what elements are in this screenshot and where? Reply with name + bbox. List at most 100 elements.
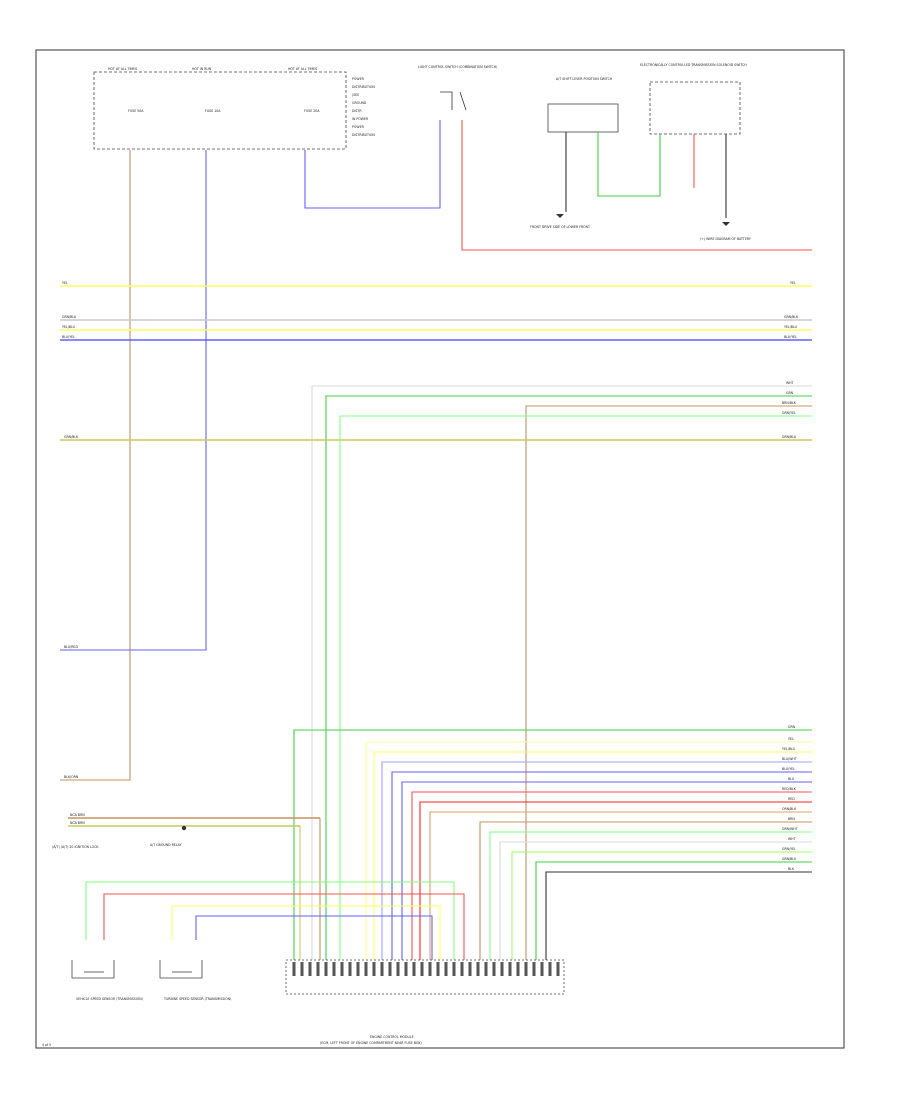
mid-label: GRN xyxy=(786,391,794,395)
bus-label-right: YEL/BLU xyxy=(784,325,798,329)
module-pin xyxy=(500,962,504,976)
side-list-item: DISTRIBUTION xyxy=(352,85,375,89)
light-switch-symbol xyxy=(440,91,467,111)
bundle-label: BRN xyxy=(788,817,795,821)
sensor-label: VEHICLE SPEED SENSOR (TRANSMISSION) xyxy=(76,997,143,1001)
top-wires xyxy=(60,120,812,781)
module-pin xyxy=(460,962,464,976)
sensor-wire xyxy=(103,893,465,960)
module-pin xyxy=(404,962,408,976)
bundle-wire xyxy=(373,751,812,960)
sensor-wire xyxy=(85,881,455,960)
lower-left-connectors: NCA BRN NCA BRN (A/T) (A/T) 20 IGNITION … xyxy=(52,813,321,960)
bus-label-left: YEL/BLU xyxy=(62,325,76,329)
right-switch-box xyxy=(649,81,741,135)
module-label: ENGINE CONTROL MODULE xyxy=(370,1035,414,1039)
ground-label-2: (+) WIRE DIAGRAM OF BATTERY xyxy=(700,237,751,241)
relay-box xyxy=(93,71,347,150)
module-box xyxy=(285,959,565,995)
bundle-label: RED xyxy=(788,797,795,801)
sensor-label: TURBINE SPEED SENSOR (TRANSMISSION) xyxy=(163,997,231,1001)
mid-label: GRN/BLK xyxy=(782,435,797,439)
bundle-wire xyxy=(365,741,812,960)
module-pin xyxy=(388,962,392,976)
turbine-speed-sensor: TURBINE SPEED SENSOR (TRANSMISSION) xyxy=(159,960,231,1001)
module-pin xyxy=(452,962,456,976)
sensor-body xyxy=(71,960,115,979)
bundle-label: WHT xyxy=(788,837,796,841)
lower-left-line-label: NCA BRN xyxy=(70,821,85,825)
side-list-item: GROUND xyxy=(352,101,367,105)
module-pin xyxy=(356,962,360,976)
mid-label: WHT xyxy=(786,381,794,385)
right-switch-label: ELECTRONICALLY CONTROLLED TRANSMISSION S… xyxy=(640,63,747,67)
side-list-item: IN POWER xyxy=(352,117,369,121)
module-pin xyxy=(412,962,416,976)
module-pin xyxy=(292,962,296,976)
bundle-label: BLU/YEL xyxy=(782,767,795,771)
module-pin xyxy=(396,962,400,976)
module-pin xyxy=(372,962,376,976)
module-pin xyxy=(532,962,536,976)
bundle-wire xyxy=(489,831,812,960)
module-pin xyxy=(436,962,440,976)
fuse-label-2: FUSE 10A xyxy=(205,109,221,113)
bundle-label: RED/BLK xyxy=(782,787,797,791)
module-pin xyxy=(556,962,560,976)
module-sublabel: (ECM, LEFT FRONT OF ENGINE COMPARTMENT N… xyxy=(320,1041,422,1045)
module-pin xyxy=(324,962,328,976)
bus-label-right: GRN/BLK xyxy=(784,315,799,319)
bundle-label: GRN/WHT xyxy=(782,827,798,831)
mid-label: BRN/BLK xyxy=(782,401,797,405)
relay-label-1: HOT AT ALL TIMES xyxy=(108,67,137,71)
relay-box-labels: HOT AT ALL TIMES HOT IN RUN HOT AT ALL T… xyxy=(108,67,320,113)
bundle-wire xyxy=(479,821,812,960)
module-pin xyxy=(420,962,424,976)
bundle-wire xyxy=(401,781,812,960)
sensor-wire xyxy=(171,905,441,960)
mid-wire-green-yel xyxy=(339,415,812,960)
center-switch-label: A/T SHIFT LEVER POSITION SWITCH xyxy=(556,77,613,81)
bundle-wire xyxy=(535,861,812,960)
fuse-label-3: FUSE 20A xyxy=(304,109,320,113)
sensor-wire xyxy=(195,915,433,960)
mid-wire-brown xyxy=(525,405,812,960)
bus-lines: YEL YEL GRN/BLK GRN/BLK YEL/BLU YEL/BLU … xyxy=(60,281,812,341)
bundle-label: BLU xyxy=(788,777,795,781)
bus-label-right: YEL xyxy=(790,281,796,285)
module-pin xyxy=(300,962,304,976)
module-pin xyxy=(428,962,432,976)
vehicle-speed-sensor: VEHICLE SPEED SENSOR (TRANSMISSION) xyxy=(71,960,143,1001)
wire-blue xyxy=(60,150,207,651)
side-list-item: DISTRIBUTION xyxy=(352,133,375,137)
bundle-label: ORN/BLK xyxy=(782,807,797,811)
bundle-wire xyxy=(419,801,812,960)
mid-wire-white xyxy=(311,385,812,960)
sensor-body xyxy=(159,960,203,979)
side-list-item: POWER xyxy=(352,125,365,129)
bundle-label: YEL xyxy=(788,737,794,741)
bundle-wire xyxy=(293,729,812,960)
bundle-wire xyxy=(429,811,812,960)
module-pin xyxy=(316,962,320,976)
bus-label-left: GRN/BLK xyxy=(62,315,77,319)
lower-left-line-label: NCA BRN xyxy=(70,813,85,817)
bus-label-left: BLU/YEL xyxy=(62,335,75,339)
module-pin xyxy=(348,962,352,976)
bus-label-right: BLU/YEL xyxy=(784,335,797,339)
bundle-label: BLU/WHT xyxy=(782,757,797,761)
bundle-wire xyxy=(391,771,812,960)
left-label: BLK/ORN xyxy=(64,775,79,779)
relay-label-2: HOT IN RUN xyxy=(192,67,212,71)
module-pin xyxy=(524,962,528,976)
lower-left-ground: A/T GROUND RELAY xyxy=(150,843,182,847)
bundle-label: GRN/BLK xyxy=(782,857,797,861)
sensor-wires xyxy=(85,881,465,960)
ground-dot xyxy=(181,825,187,831)
mid-label: GRN/YEL xyxy=(782,411,796,415)
side-list-item: (SEE xyxy=(352,93,359,97)
module-pin xyxy=(492,962,496,976)
center-switch-box xyxy=(547,103,619,133)
relay-side-list: POWER DISTRIBUTION (SEE GROUND DISTR IN … xyxy=(352,77,375,137)
